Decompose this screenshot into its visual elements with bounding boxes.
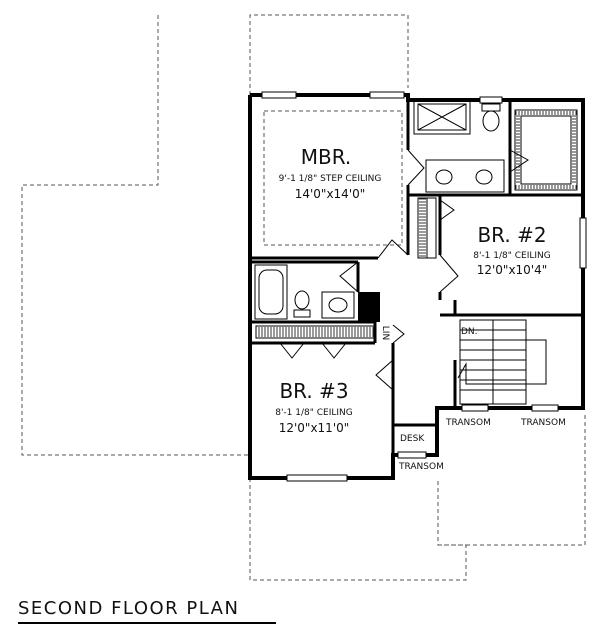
vanity-sinks bbox=[425, 159, 505, 193]
closet-door-swing bbox=[509, 149, 529, 173]
mbr-door bbox=[377, 239, 409, 259]
mbr-ceiling: 9'-1 1/8" STEP CEILING bbox=[279, 174, 382, 184]
lin-door bbox=[392, 324, 405, 344]
walk-in-closet bbox=[514, 109, 578, 191]
hall-bath-door bbox=[339, 261, 359, 293]
br2-entry-door bbox=[439, 254, 459, 293]
br3-closet-doors bbox=[279, 342, 347, 359]
transom-label-bottom: TRANSOM bbox=[398, 462, 444, 472]
br3-ceiling: 8'-1 1/8" CEILING bbox=[275, 408, 353, 418]
lin-label: LIN bbox=[380, 326, 390, 340]
br2-door bbox=[439, 199, 455, 221]
dashed-outlines bbox=[21, 14, 586, 581]
plan-title: SECOND FLOOR PLAN bbox=[18, 598, 239, 619]
windows bbox=[261, 91, 587, 482]
hatching bbox=[255, 111, 577, 337]
transom-label-left: TRANSOM bbox=[445, 418, 491, 428]
br2-name: BR. #2 bbox=[477, 223, 546, 247]
transom-label-right: TRANSOM bbox=[520, 418, 566, 428]
br2-closet bbox=[417, 197, 437, 259]
hall-bath-fixtures bbox=[254, 264, 355, 320]
master-bath-door bbox=[407, 149, 425, 186]
chase-block bbox=[358, 292, 380, 322]
mbr-size: 14'0"x14'0" bbox=[295, 187, 366, 201]
shower bbox=[413, 99, 471, 135]
staircase bbox=[457, 319, 547, 405]
br3-size: 12'0"x11'0" bbox=[279, 421, 350, 435]
interior-walls bbox=[250, 100, 583, 455]
br3-entry-door bbox=[375, 359, 394, 391]
br2-ceiling: 8'-1 1/8" CEILING bbox=[473, 251, 551, 261]
desk-label: DESK bbox=[400, 434, 425, 444]
toilet-master bbox=[481, 103, 501, 132]
mbr-name: MBR. bbox=[301, 145, 352, 169]
br2-size: 12'0"x10'4" bbox=[477, 263, 548, 277]
br3-name: BR. #3 bbox=[279, 379, 348, 403]
down-label: DN. bbox=[461, 327, 478, 337]
